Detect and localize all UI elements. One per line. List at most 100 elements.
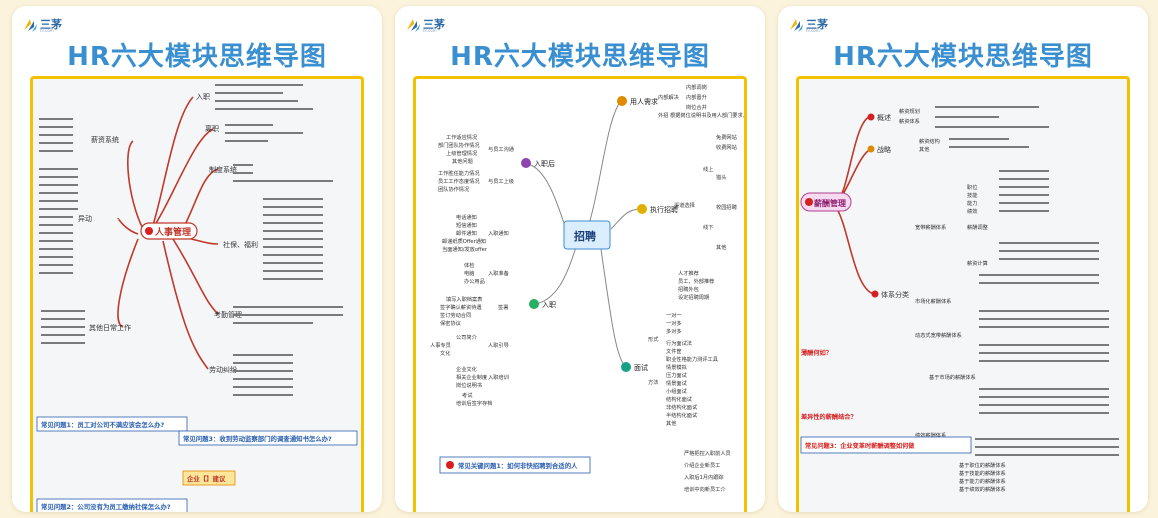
svg-text:基于技能的薪酬体系: 基于技能的薪酬体系 [959,469,1006,477]
svg-text:薪资规划: 薪资规划 [899,107,920,115]
branch-label: 入职 [196,93,210,101]
svg-text:内部晋升: 内部晋升 [686,93,707,101]
svg-text:入职: 入职 [542,301,556,309]
svg-text:市场化薪酬体系: 市场化薪酬体系 [915,297,951,305]
card-title: HR六大模块思维导图 [450,42,710,72]
svg-text:线上: 线上 [703,165,713,173]
svg-text:员工工作态度情况: 员工工作态度情况 [438,177,480,185]
svg-text:员工、外部推荐: 员工、外部推荐 [678,277,714,285]
left-leaf-labels: 工作适应情况 部门团队协作情况 上级管理情况 其他问题 工作胜任能力情况 员工工… [430,133,515,407]
svg-text:内部调岗: 内部调岗 [686,83,707,91]
svg-text:常见关键问题1：如何非快招聘到合适的人: 常见关键问题1：如何非快招聘到合适的人 [458,461,578,470]
svg-text:电话通知: 电话通知 [456,213,477,221]
svg-text:执行招聘: 执行招聘 [650,205,678,214]
brand-subtitle: hr.com [806,28,820,33]
branch-label: 薪资系统 [91,135,119,144]
card-title: HR六大模块思维导图 [67,42,327,72]
branch-node: 入职后 [521,158,555,168]
svg-text:技能: 技能 [967,191,977,199]
svg-text:基于市场的薪酬体系: 基于市场的薪酬体系 [929,373,976,381]
svg-text:基于能力的薪酬体系: 基于能力的薪酬体系 [959,477,1006,485]
brand-logo: 三茅 hr.com [788,14,838,36]
svg-text:团队协作情况: 团队协作情况 [438,185,470,193]
side-labels: 薄酬何如？ 差异性的薪酬结合？ [801,349,857,421]
svg-text:工作适应情况: 工作适应情况 [446,133,478,141]
branch-label: 劳动纠纷 [209,365,237,374]
svg-text:岗位合并: 岗位合并 [686,103,707,111]
mindmap-diagram: 薪酬管理 概述 战略 体系分类 [800,106,1119,493]
svg-text:设定招聘周期: 设定招聘周期 [678,293,709,301]
svg-text:签署: 签署 [498,303,508,311]
svg-text:考试: 考试 [462,391,473,399]
mindmap-image[interactable]: 薪酬管理 概述 战略 体系分类 [796,76,1130,512]
svg-text:根据岗位说明书及用人部门要求，制: 根据岗位说明书及用人部门要求，制 [670,111,744,119]
brand-logo-icon [790,19,803,32]
leaf-text-lines [935,106,1109,414]
svg-text:一对一: 一对一 [666,311,682,319]
svg-text:多对多: 多对多 [666,327,682,335]
svg-text:常见问题3：企业变革时薪酬调整如何做: 常见问题3：企业变革时薪酬调整如何做 [805,442,915,450]
svg-text:免费网站: 免费网站 [716,133,737,141]
right-leaf-labels: 内部调岗 内部解决 内部晋升 岗位合并 外招 根据岗位说明书及用人部门要求，制 … [648,83,744,493]
svg-text:与员工上级: 与员工上级 [488,177,514,185]
svg-text:文件筐: 文件筐 [666,347,682,355]
mindmap-card-recruitment[interactable]: 三茅 hr.com HR六大模块思维导图 招聘 [395,6,765,512]
center-label: 薪酬管理 [814,198,846,208]
svg-text:短信通知: 短信通知 [456,221,477,229]
svg-text:动态式宽带薪酬体系: 动态式宽带薪酬体系 [915,331,962,339]
svg-text:能力: 能力 [967,199,977,207]
svg-text:严格把控入职前人员: 严格把控入职前人员 [684,449,731,457]
mindmap-diagram: 人事管理 入职 离职 薪资系统 制度系统 异动 社保、福利 考勤管理 劳动纠纷 … [36,84,358,512]
svg-text:收费网站: 收费网站 [716,143,737,151]
mindmap-image[interactable]: 人事管理 入职 离职 薪资系统 制度系统 异动 社保、福利 考勤管理 劳动纠纷 … [30,76,364,512]
svg-text:绩效: 绩效 [967,207,978,215]
brand-name: 三茅 [806,18,828,31]
svg-text:邮递纸质Offer通知: 邮递纸质Offer通知 [442,237,486,245]
svg-text:内部解决: 内部解决 [658,93,680,101]
branch-node: 体系分类 [871,290,909,299]
mindmap-image[interactable]: 招聘 用人需求 入职后 执行招聘 [413,76,747,512]
svg-text:薪资结构: 薪资结构 [919,137,940,145]
svg-text:绩效薪酬体系: 绩效薪酬体系 [915,431,946,439]
svg-text:办公用品: 办公用品 [464,277,485,285]
svg-text:非结构化面试: 非结构化面试 [666,403,698,411]
svg-text:上级管理情况: 上级管理情况 [446,149,478,157]
svg-text:用人需求: 用人需求 [630,97,658,106]
branch-node: 概述 [867,113,891,122]
svg-text:介绍企业新员工: 介绍企业新员工 [684,461,720,469]
svg-text:方法: 方法 [648,378,658,386]
branch-label: 制度系统 [209,165,237,174]
svg-text:招聘外包: 招聘外包 [678,285,699,293]
svg-text:一对多: 一对多 [666,319,682,327]
svg-text:入职后1月内跟踪: 入职后1月内跟踪 [684,473,724,481]
svg-text:其他: 其他 [716,243,726,251]
branch-node: 执行招聘 [637,204,678,214]
branch-node: 战略 [867,145,891,154]
branch-label: 社保、福利 [223,240,258,249]
svg-text:概述: 概述 [877,113,891,122]
center-node: 薪酬管理 [800,192,852,212]
svg-text:签字确认薪资待遇: 签字确认薪资待遇 [440,303,482,311]
svg-text:其他问题: 其他问题 [452,157,473,165]
svg-text:结构化面试: 结构化面试 [666,395,693,403]
mindmap-card-hr-management[interactable]: 三茅 hr.com HR六大模块思维导图 [12,6,382,512]
center-node: 人事管理 [140,222,198,240]
svg-text:薪资计算: 薪资计算 [967,259,988,267]
svg-text:面试: 面试 [634,363,648,372]
svg-text:压力面试: 压力面试 [666,371,688,379]
svg-text:形式: 形式 [648,335,659,343]
brand-logo-icon [407,19,420,32]
svg-text:电脑: 电脑 [464,269,474,277]
branch-label: 离职 [205,124,219,133]
brand-logo: 三茅 hr.com [22,14,72,36]
svg-text:校园招聘: 校园招聘 [716,203,737,211]
svg-text:文化: 文化 [440,349,450,357]
svg-text:体检: 体检 [464,261,474,269]
svg-text:常见问题2：公司没有为员工缴纳社保怎么办?: 常见问题2：公司没有为员工缴纳社保怎么办? [41,502,171,511]
svg-text:薪酬调整: 薪酬调整 [967,223,988,231]
mindmap-card-compensation[interactable]: 三茅 hr.com HR六大模块思维导图 薪酬管理 [778,6,1148,512]
branch-node: 入职 [529,299,556,309]
center-label: 人事管理 [154,226,191,238]
svg-text:人才推荐: 人才推荐 [678,269,699,277]
